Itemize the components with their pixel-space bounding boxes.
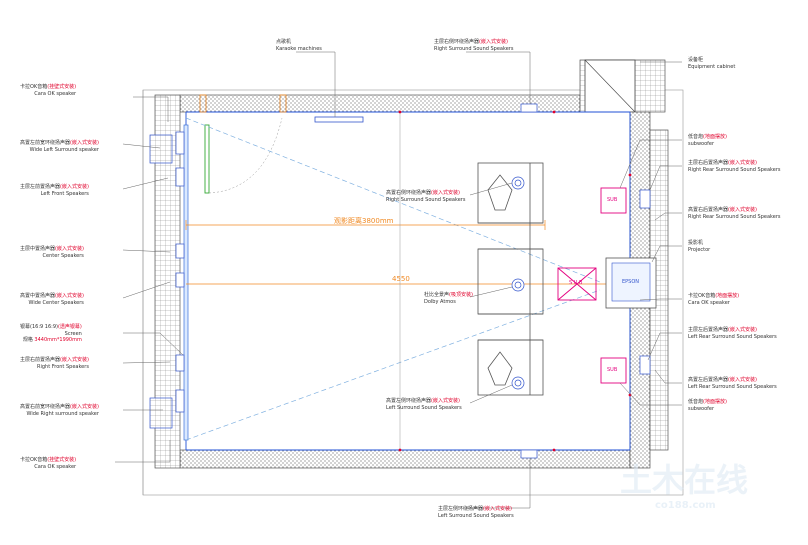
speaker-wide-center bbox=[175, 272, 185, 288]
watermark: 土木在线 bbox=[620, 461, 749, 499]
label-dolby-atmos: 杜比全景声(吸顶安装) Dolby Atmos bbox=[424, 292, 473, 305]
label-ok-speaker-right: 卡拉OK音箱(地面摆放) Cara OK speaker bbox=[688, 293, 740, 306]
speaker-left-rear bbox=[639, 355, 651, 375]
label-right-rear: 主层右后置扬声器(嵌入式安装) Right Rear Surround Soun… bbox=[688, 160, 781, 173]
label-subwoofer-bottom: 低音炮(地面摆放) subwoofer bbox=[688, 399, 727, 412]
label-high-left-surround: 高置左侧环绕扬声器(嵌入式安装) Left Surround Sound Spe… bbox=[386, 398, 462, 411]
label-wide-left-surround: 高置左前宽环绕扬声器(嵌入式安装) Wide Left Surround spe… bbox=[20, 140, 99, 153]
sub-lower-mark: SUB bbox=[607, 367, 618, 373]
projector-mark: EPSON bbox=[622, 279, 640, 285]
label-high-right-surround: 高置右侧环绕扬声器(嵌入式安装) Right Surround Sound Sp… bbox=[386, 190, 466, 203]
top-wall bbox=[179, 94, 581, 113]
sofa-rows bbox=[477, 162, 544, 396]
red-markers bbox=[398, 110, 632, 452]
speaker-right-surround-top bbox=[520, 103, 538, 113]
label-left-front: 主层左前置扬声器(嵌入式安装) Left Front Speakers bbox=[20, 184, 89, 197]
label-left-rear: 主层左后置扬声器(嵌入式安装) Left Rear Surround Sound… bbox=[688, 327, 777, 340]
outer-frame bbox=[142, 89, 684, 496]
dimension-lines bbox=[185, 220, 630, 285]
label-right-front: 主层右前置扬声器(嵌入式安装) Right Front Speakers bbox=[20, 357, 89, 370]
label-subwoofer-top: 低音炮(地面摆放) subwoofer bbox=[688, 134, 727, 147]
speaker-wide-right bbox=[175, 389, 185, 413]
label-projector: 投影机 Projector bbox=[688, 240, 711, 253]
atmos-2 bbox=[511, 278, 525, 292]
karaoke-machine bbox=[314, 116, 364, 123]
label-high-left-rear: 高置左后置扬声器(嵌入式安装) Left Rear Surround Sound… bbox=[688, 377, 777, 390]
sub-upper-mark: SUB bbox=[607, 197, 618, 203]
atmos-1 bbox=[511, 176, 525, 190]
speaker-left-front bbox=[175, 167, 185, 187]
leader-lines bbox=[115, 51, 682, 509]
speaker-left-surround-bottom bbox=[520, 449, 538, 459]
label-ok-speaker-top-left: 卡拉OK音箱(挂壁式安装) Cara OK speaker bbox=[20, 84, 77, 97]
speakers bbox=[149, 103, 651, 459]
subwoofers bbox=[557, 187, 627, 384]
label-screen: 银幕(16:9 16:9)(透声银幕) Screen 规格 3440mm*199… bbox=[20, 324, 82, 343]
label-right-surround-top: 主层右侧环绕扬声器(嵌入式安装) Right Surround Sound Sp… bbox=[434, 39, 514, 52]
label-high-right-rear: 高置右后置扬声器(嵌入式安装) Right Rear Surround Soun… bbox=[688, 207, 781, 220]
speaker-wide-left bbox=[175, 131, 185, 155]
projector bbox=[605, 257, 657, 309]
label-wide-center: 高置中置扬声器(嵌入式安装) Wide Center Speakers bbox=[20, 293, 84, 306]
speaker-right-front bbox=[175, 354, 185, 372]
label-center: 主层中置扬声器(嵌入式安装) Center Speakers bbox=[20, 246, 84, 259]
sub-center-mark: S U B bbox=[569, 280, 583, 286]
label-wide-right-surround: 高置右前宽环绕扬声器(嵌入式安装) Wide Right surround sp… bbox=[20, 404, 99, 417]
label-karaoke: 点歌机 Karaoke machines bbox=[276, 39, 322, 52]
bottom-wall bbox=[179, 449, 631, 469]
watermark-sub: co188.com bbox=[655, 500, 716, 511]
screen bbox=[183, 124, 189, 441]
room-length-label: 4550 bbox=[392, 275, 410, 283]
label-ok-speaker-bottom-left: 卡拉OK音箱(挂壁式安装) Cara OK speaker bbox=[20, 457, 77, 470]
sightlines bbox=[185, 117, 601, 441]
door bbox=[199, 94, 287, 194]
label-equipment-cabinet: 设备柜 Equipment cabinet bbox=[688, 57, 736, 70]
speaker-center bbox=[175, 243, 185, 259]
speaker-right-rear bbox=[639, 189, 651, 209]
viewing-distance-label: 观影距离3800mm bbox=[334, 217, 394, 225]
label-left-surround-bottom: 主层左侧环绕扬声器(嵌入式安装) Left Surround Sound Spe… bbox=[438, 506, 514, 519]
atmos-3 bbox=[511, 376, 525, 390]
